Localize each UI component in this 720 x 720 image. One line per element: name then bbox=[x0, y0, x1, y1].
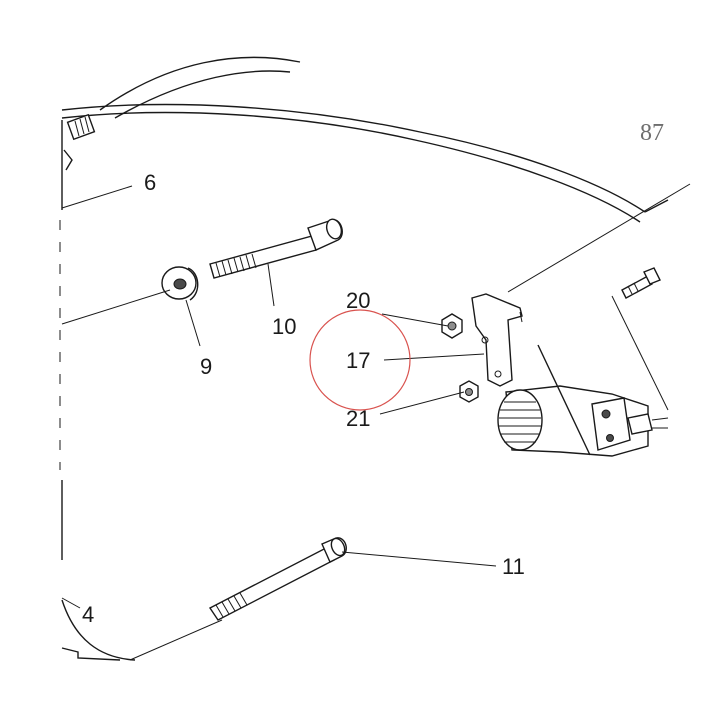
bolt-part-11 bbox=[208, 537, 347, 621]
callout-6[interactable]: 6 bbox=[144, 170, 156, 195]
callout-17[interactable]: 17 bbox=[346, 348, 370, 373]
bolt-part-10 bbox=[209, 218, 343, 279]
hose-fitting bbox=[63, 113, 96, 171]
callout-21[interactable]: 21 bbox=[346, 406, 370, 431]
leader-lines bbox=[61, 183, 691, 661]
washer-part-9 bbox=[161, 266, 199, 301]
callout-11[interactable]: 11 bbox=[502, 554, 525, 579]
callout-labels: 6 10 9 20 17 21 11 4 bbox=[82, 170, 525, 627]
nut-part-21 bbox=[459, 380, 479, 403]
bracket-part-17 bbox=[471, 293, 523, 387]
callout-10[interactable]: 10 bbox=[272, 314, 296, 339]
screw-upper-right bbox=[621, 267, 661, 299]
highlight-circle bbox=[309, 309, 411, 411]
housing-outline bbox=[59, 56, 669, 661]
nut-part-20 bbox=[441, 313, 463, 339]
corner-mark: 87 bbox=[640, 120, 664, 146]
callout-20[interactable]: 20 bbox=[346, 288, 370, 313]
callout-9[interactable]: 9 bbox=[200, 354, 212, 379]
callout-4[interactable]: 4 bbox=[82, 602, 94, 627]
actuator-assembly bbox=[497, 344, 669, 457]
